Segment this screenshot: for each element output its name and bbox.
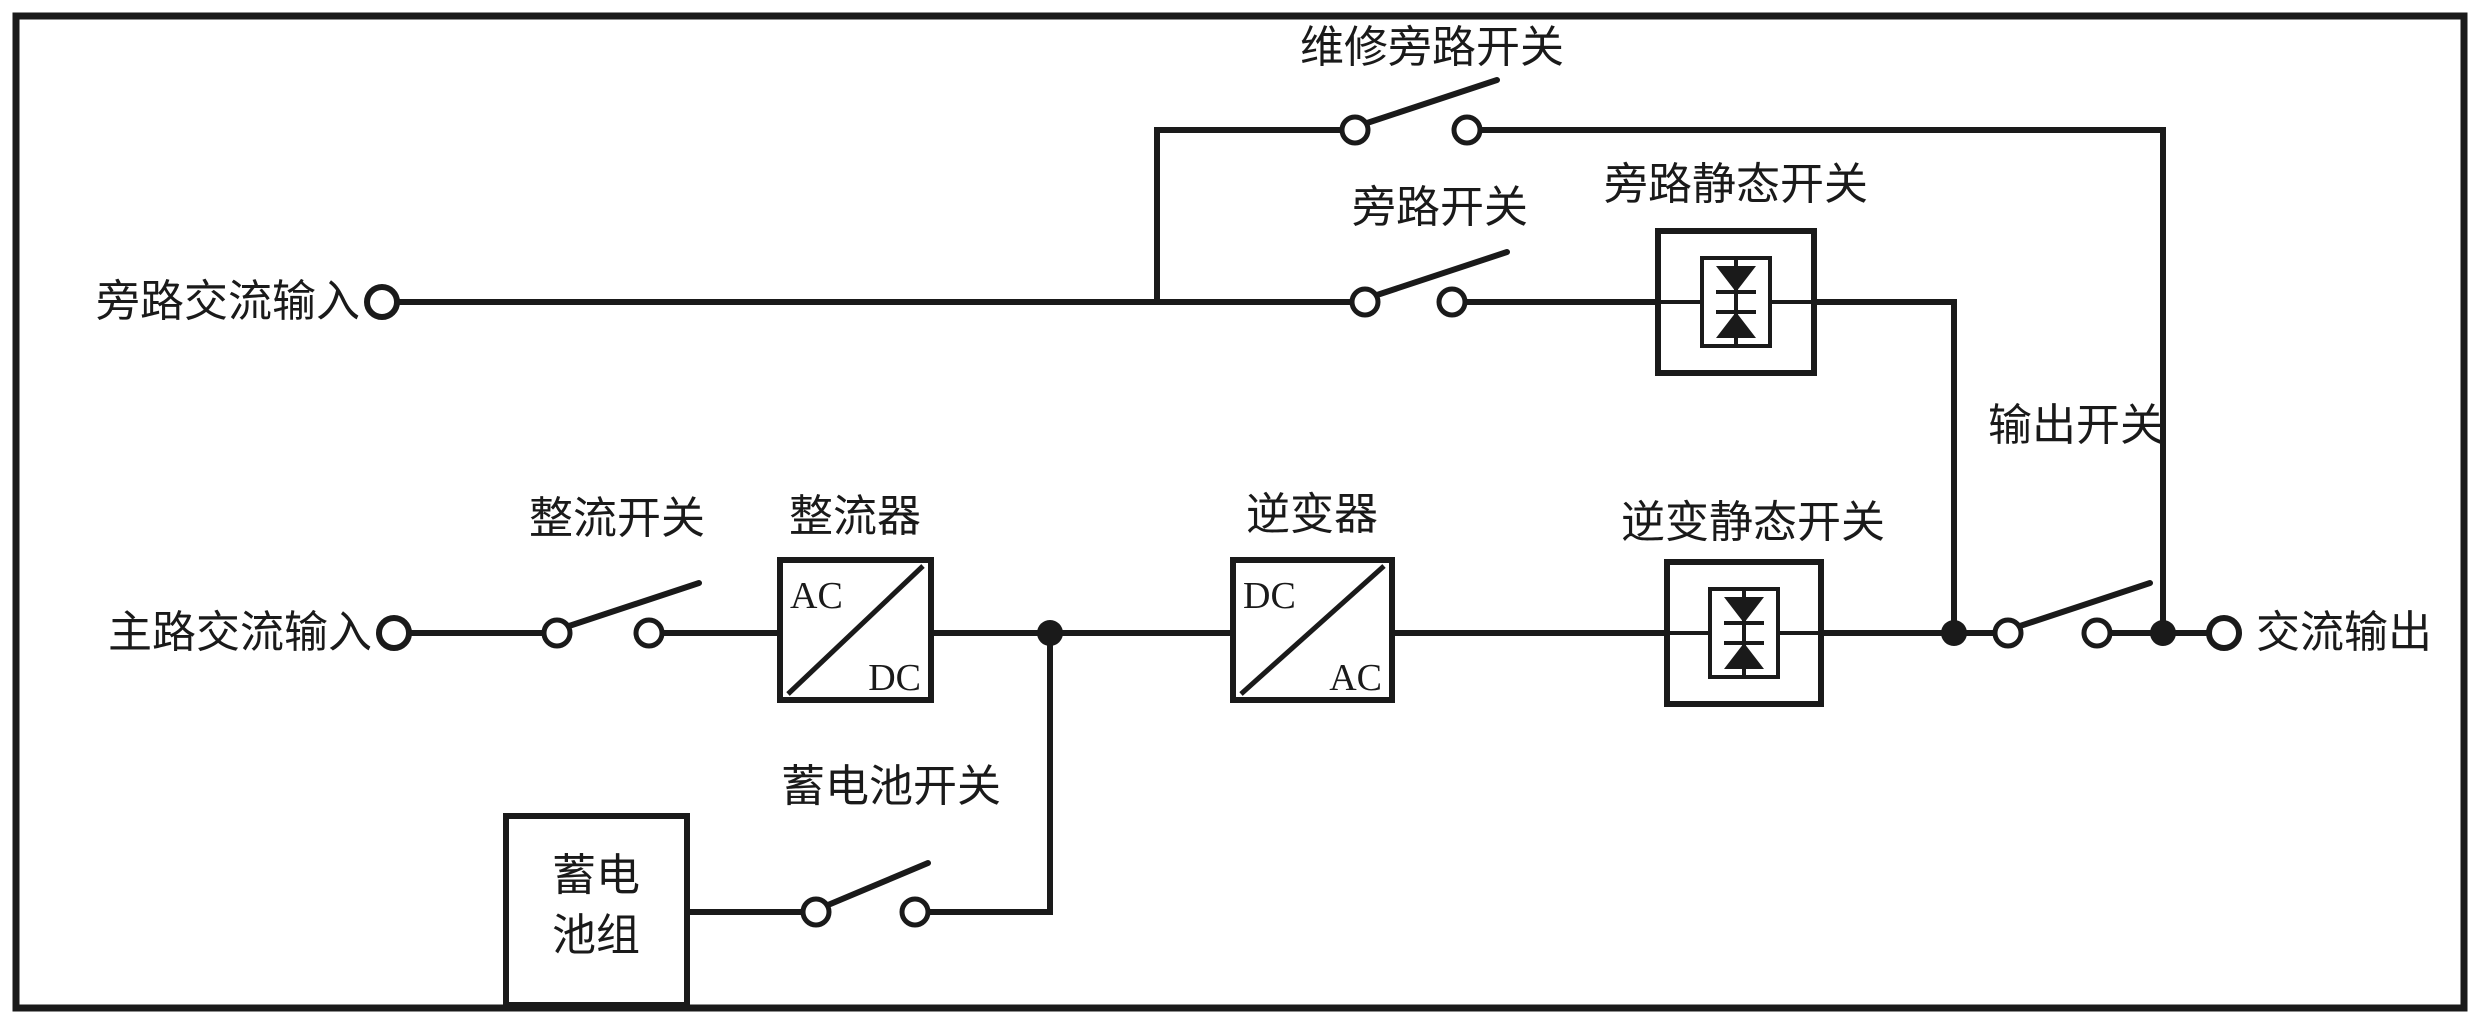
rectifier-switch-label: 整流开关 [529,494,705,543]
rectifier-switch [541,580,702,649]
battery-switch-contact-right [899,896,931,928]
diagram-border [12,12,2468,1012]
bypass-thyristor-up [1716,312,1756,338]
terminals-and-junctions [364,284,2242,651]
battery-junction-dot [1037,620,1063,646]
rectifier-switch-blade [566,580,702,629]
rectifier-box-ac-text: AC [790,575,843,617]
bypass-static-drop-wire [1814,299,1957,633]
inverter-static-switch-label: 逆变静态开关 [1621,498,1885,547]
inverter-box: DC AC [1230,557,1395,703]
bypass-switch-label: 旁路开关 [1352,183,1528,232]
bypass-switch-contact-right [1436,286,1468,318]
battery-pack-outline [503,813,690,1008]
bypass-input-terminal [364,284,400,320]
rectifier-label: 整流器 [789,492,921,541]
battery-switch [800,860,931,928]
inverter-box-dc-text: DC [1243,575,1296,617]
inverter-box-diagonal [1239,564,1386,696]
rectifier-box: AC DC [777,557,934,703]
maintenance-bypass-switch [1339,77,1500,146]
wires [397,127,2209,915]
maintenance-bypass-riser-wire [1154,127,1342,302]
ac-output-label: 交流输出 [2256,608,2432,657]
maintenance-bypass-switch-label: 维修旁路开关 [1300,23,1564,72]
battery-switch-blade [825,860,931,908]
battery-switch-label: 蓄电池开关 [781,762,1001,811]
inverter-box-ac-text: AC [1329,657,1382,699]
output-switch-contact-right [2081,617,2113,649]
bypass-static-switch-label: 旁路静态开关 [1604,160,1868,209]
battery-branch-wire [928,633,1053,915]
battery-pack-box: 蓄电 池组 [503,813,690,1008]
bypass-switch [1349,249,1510,318]
rectifier-switch-contact-left [541,617,573,649]
main-ac-input-label: 主路交流输入 [108,608,372,657]
maintenance-bypass-switch-contact-right [1451,114,1483,146]
battery-pack-text-line2: 池组 [552,911,640,960]
bypass-static-switch [1655,228,1817,376]
inverter-static-switch [1664,559,1824,707]
ac-output-terminal [2206,615,2242,651]
output-switch-blade [2017,580,2153,629]
output-switch [1992,580,2153,649]
rectifier-box-diagonal [786,564,925,696]
maintenance-bypass-return-wire [1480,127,2166,633]
maintenance-bypass-switch-contact-left [1339,114,1371,146]
rectifier-box-dc-text: DC [868,657,921,699]
bypass-switch-contact-left [1349,286,1381,318]
maintenance-bypass-junction-dot [2150,620,2176,646]
labels: 维修旁路开关 旁路开关 旁路静态开关 旁路交流输入 输出开关 整流开关 整流器 … [96,23,2432,811]
bypass-static-junction-dot [1941,620,1967,646]
inverter-thyristor-down [1724,597,1764,623]
output-switch-contact-left [1992,617,2024,649]
inverter-thyristor-up [1724,643,1764,669]
bypass-ac-input-label: 旁路交流输入 [96,277,360,326]
output-switch-label: 输出开关 [1988,401,2164,450]
rectifier-switch-contact-right [633,617,665,649]
main-input-terminal [376,615,412,651]
maintenance-bypass-switch-blade [1364,77,1500,126]
bypass-thyristor-down [1716,266,1756,292]
inverter-label: 逆变器 [1246,490,1378,539]
bypass-switch-blade [1374,249,1510,298]
battery-switch-contact-left [800,896,832,928]
battery-pack-text-line1: 蓄电 [552,851,640,900]
